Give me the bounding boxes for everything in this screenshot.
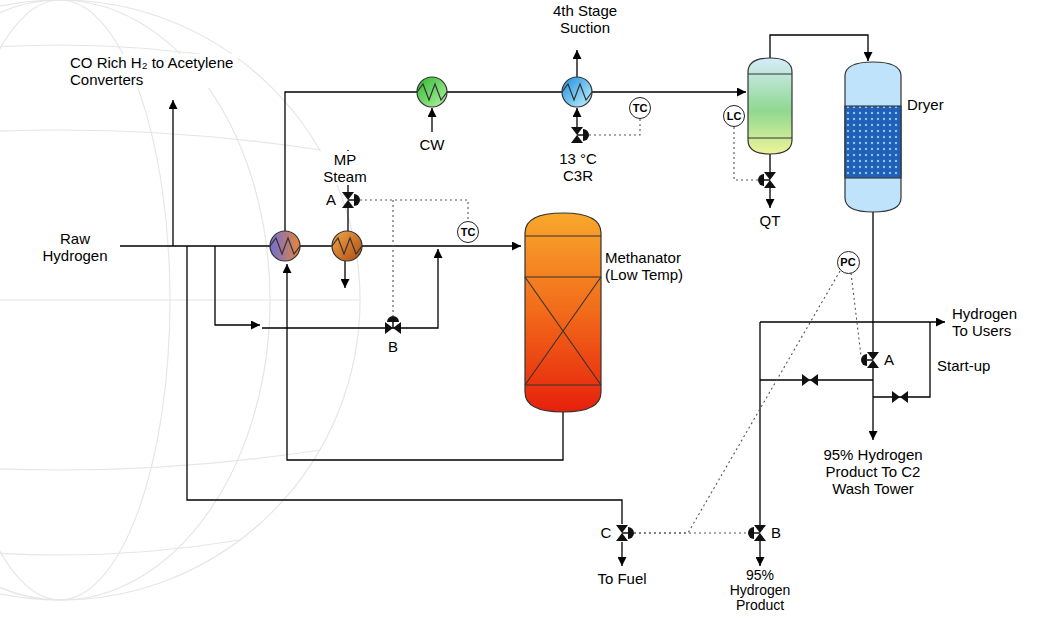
desiccant-bed (845, 106, 901, 178)
signal-line (392, 200, 393, 316)
instrument-tag: TC (633, 102, 648, 114)
globe-watermark (0, 130, 320, 150)
process-line (873, 322, 930, 397)
process-line (872, 212, 873, 352)
instrument-bubble: LC (723, 105, 745, 127)
signal-line (634, 532, 748, 533)
globe-watermark (0, 299, 360, 300)
instrument-bubble: PC (837, 251, 860, 274)
catalyst-bed-line (525, 276, 601, 277)
process-line (759, 322, 760, 525)
stream-label: 13 °C C3R (552, 150, 604, 184)
heat-exchanger (332, 231, 362, 261)
process-line (172, 100, 173, 246)
instrument-tag: PC (840, 256, 855, 268)
signal-line (360, 200, 468, 221)
stream-label: Start-up (937, 357, 1007, 374)
process-line (872, 368, 873, 440)
stream-label: To Fuel (587, 570, 657, 587)
stream-label: CW (412, 136, 452, 153)
catalyst-bed-cross (525, 277, 601, 385)
separator-drum (748, 58, 792, 154)
stream-label: QT (752, 212, 788, 229)
process-line (621, 542, 622, 566)
process-line (431, 108, 432, 132)
separator-drum (748, 138, 792, 139)
heat-exchanger (270, 231, 300, 261)
separator-drum (748, 74, 792, 75)
manual-valve (802, 374, 908, 403)
control-valve (571, 127, 589, 143)
heat-exchanger (332, 238, 362, 254)
stream-label: C (599, 524, 613, 541)
globe-watermark (0, 540, 240, 555)
stream-label: B (386, 338, 400, 355)
heat-exchanger (270, 238, 300, 254)
vessel-shell (845, 62, 901, 212)
reactor-vessel: Methanator (Low Temp) (525, 213, 601, 412)
process-line (759, 541, 760, 566)
stream-label: 95% Hydrogen Product (718, 568, 802, 613)
globe-watermark (0, 0, 360, 600)
instrument-tag: LC (727, 110, 742, 122)
process-line (287, 264, 563, 460)
stream-label: CO Rich H₂ to Acetylene Converters (70, 54, 238, 88)
control-valve (758, 172, 776, 188)
catalyst-bed-line (525, 384, 601, 385)
stream-label: Raw Hydrogen (35, 230, 115, 264)
process-line (576, 50, 577, 77)
control-valve (342, 127, 879, 541)
vessel-outline (525, 213, 601, 412)
signal-line (589, 119, 640, 135)
stream-label: Hydrogen To Users (952, 305, 1032, 339)
stream-label: 95% Hydrogen Product To C2 Wash Tower (808, 446, 938, 497)
process-line (769, 188, 770, 208)
stream-label: MP Steam (314, 151, 376, 185)
catalyst-bed-line (525, 235, 601, 236)
heat-exchanger (562, 77, 592, 107)
control-valve (342, 192, 360, 208)
process-line (120, 245, 521, 246)
process-line (344, 261, 345, 288)
signal-line (360, 119, 861, 533)
control-valve (385, 316, 401, 334)
vessel-name: Dryer (907, 96, 1007, 113)
process-line (770, 35, 868, 61)
globe-watermark (0, 0, 360, 600)
instrument-bubble: TC (629, 97, 651, 119)
vessel-outline (845, 62, 901, 212)
instrument-bubble: TC (457, 221, 479, 243)
heat-exchanger (417, 77, 447, 107)
vessel-shell (525, 213, 601, 412)
process-line (215, 246, 260, 325)
process-line (576, 108, 577, 127)
dryer-vessel: Dryer (845, 62, 901, 212)
stream-label: A (324, 191, 338, 208)
process-line (285, 92, 746, 232)
heat-exchanger (562, 84, 592, 100)
manual-valve (802, 374, 818, 386)
instrument-tag: TC (461, 226, 476, 238)
separator-drum (748, 58, 792, 154)
manual-valve (892, 391, 908, 403)
process-line (120, 35, 945, 566)
process-line (347, 208, 348, 231)
vessel-name: Methanator (Low Temp) (605, 249, 705, 283)
control-valve (616, 525, 634, 541)
globe-watermark (0, 450, 320, 470)
control-valve (861, 352, 879, 368)
heat-exchanger (417, 84, 447, 100)
process-line (760, 321, 945, 322)
stream-label: B (769, 524, 783, 541)
stream-label: A (882, 351, 896, 368)
process-line (769, 154, 770, 172)
stream-label: 4th Stage Suction (543, 2, 627, 36)
control-valve (748, 525, 766, 541)
signal-line (851, 273, 861, 356)
